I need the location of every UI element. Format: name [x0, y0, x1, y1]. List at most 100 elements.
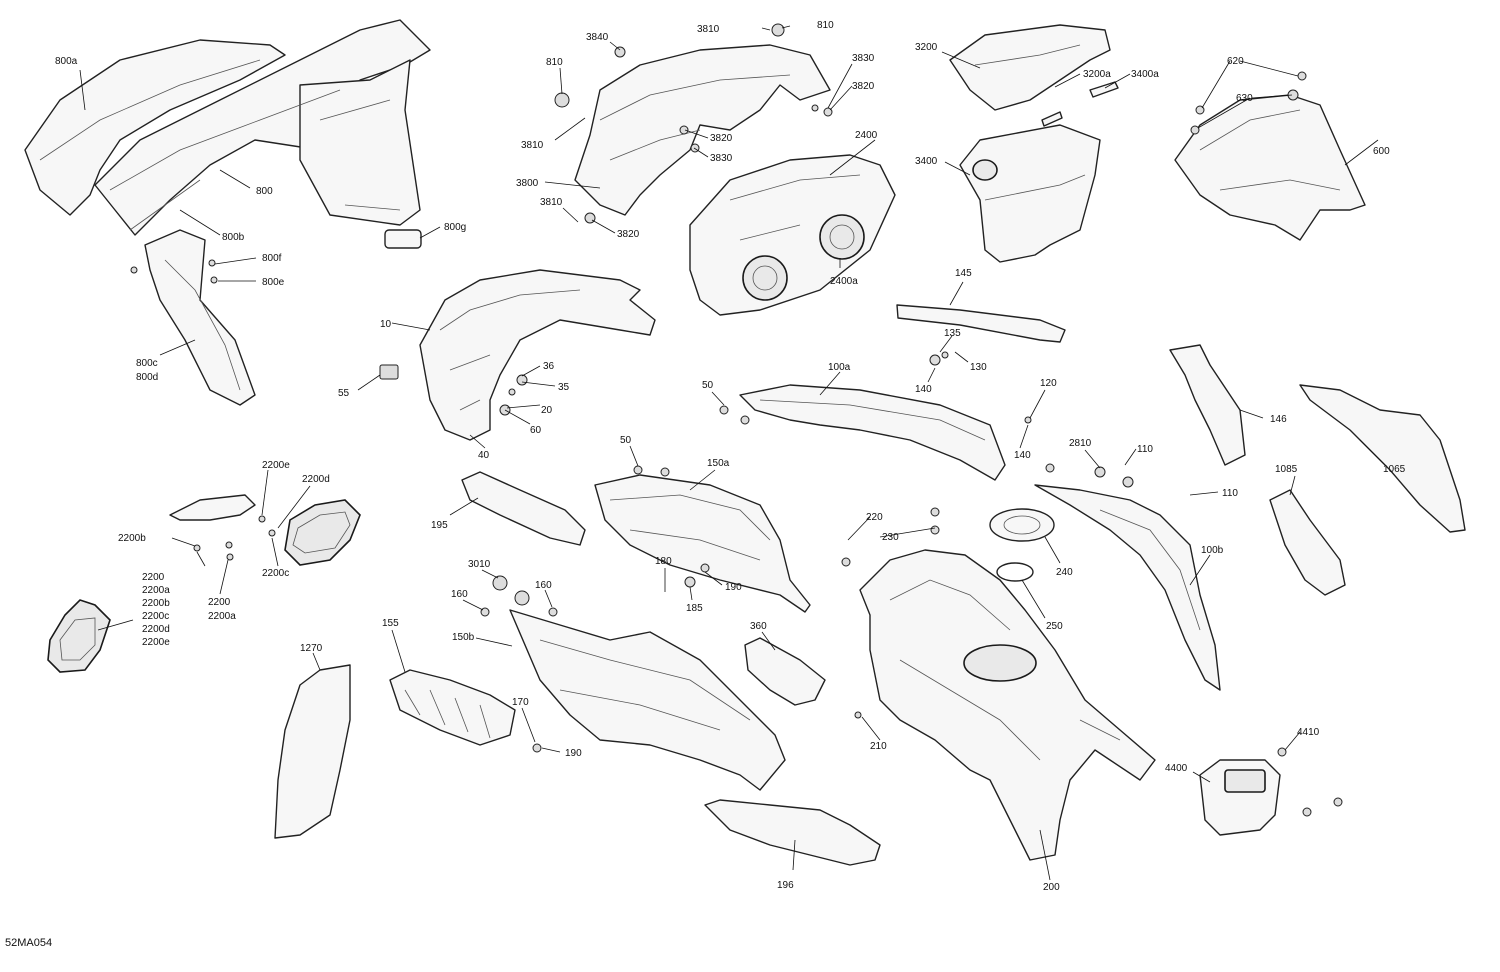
- part-146-trim: [1169, 344, 1246, 466]
- label-110-a: 110: [1137, 444, 1153, 455]
- part-3200-cover: [949, 24, 1111, 111]
- label-180: 180: [655, 556, 672, 567]
- part-200-center-body: [859, 549, 1156, 861]
- label-2200a-1: 2200a: [208, 611, 236, 622]
- label-3200: 3200: [915, 42, 938, 53]
- part-3200a-strip: [1041, 111, 1063, 127]
- label-620: 620: [1227, 56, 1244, 67]
- label-3810-c: 3810: [540, 197, 563, 208]
- label-3400a: 3400a: [1131, 69, 1159, 80]
- label-155: 155: [382, 618, 399, 629]
- label-135: 135: [944, 328, 961, 339]
- label-185: 185: [686, 603, 703, 614]
- part-labels: 800a 800 800b 800g 800f 800e 800c 800d 3…: [5, 20, 1406, 949]
- label-3830-a: 3830: [852, 53, 875, 64]
- label-36: 36: [543, 361, 555, 372]
- label-2200d-2: 2200d: [142, 624, 170, 635]
- part-240-fuel-ring: [989, 508, 1055, 542]
- label-210: 210: [870, 741, 887, 752]
- label-800: 800: [256, 186, 273, 197]
- label-800e: 800e: [262, 277, 285, 288]
- label-35: 35: [558, 382, 570, 393]
- label-2400: 2400: [855, 130, 878, 141]
- label-10: 10: [380, 319, 392, 330]
- label-3810-b: 3810: [521, 140, 544, 151]
- part-3400-storage-bin: [959, 124, 1101, 263]
- label-3820-c: 3820: [617, 229, 640, 240]
- label-250: 250: [1046, 621, 1063, 632]
- leader-lines: [79, 25, 1386, 881]
- label-195: 195: [431, 520, 448, 531]
- part-155-vent: [389, 669, 516, 746]
- part-195-strip: [461, 471, 586, 546]
- part-600-rear-cover: [1174, 94, 1366, 241]
- label-190-a: 190: [725, 582, 742, 593]
- label-130: 130: [970, 362, 987, 373]
- part-10-nose-frame: [419, 269, 656, 441]
- label-800g: 800g: [444, 222, 466, 233]
- label-50-b: 50: [620, 435, 632, 446]
- label-3840: 3840: [586, 32, 609, 43]
- label-100a: 100a: [828, 362, 851, 373]
- part-2200-mirror-lower: [47, 599, 111, 673]
- part-1065-panel: [1299, 384, 1466, 533]
- label-2200e: 2200e: [262, 460, 290, 471]
- label-1270: 1270: [300, 643, 323, 654]
- part-3400a-strip: [1089, 81, 1119, 98]
- label-2200-1: 2200: [208, 597, 231, 608]
- label-2200c: 2200c: [262, 568, 289, 579]
- label-4410: 4410: [1297, 727, 1320, 738]
- label-220: 220: [866, 512, 883, 523]
- label-3810-a: 3810: [697, 24, 720, 35]
- label-4400: 4400: [1165, 763, 1188, 774]
- label-800a: 800a: [55, 56, 78, 67]
- label-2200b: 2200b: [118, 533, 146, 544]
- label-55: 55: [338, 388, 350, 399]
- label-140-b: 140: [1014, 450, 1031, 461]
- part-800c-side-trim: [144, 229, 256, 406]
- part-2400-headlight: [689, 154, 896, 316]
- label-2400a: 2400a: [830, 276, 858, 287]
- part-145-strip: [896, 304, 1066, 343]
- label-145: 145: [955, 268, 972, 279]
- label-1085: 1085: [1275, 464, 1298, 475]
- label-40: 40: [478, 450, 490, 461]
- label-3200a: 3200a: [1083, 69, 1111, 80]
- label-110-b: 110: [1222, 488, 1238, 499]
- label-1065: 1065: [1383, 464, 1406, 475]
- part-196-strip: [704, 799, 881, 866]
- diagram-code: 52MA054: [5, 937, 52, 949]
- label-140-a: 140: [915, 384, 932, 395]
- label-160-a: 160: [451, 589, 468, 600]
- label-150b: 150b: [452, 632, 475, 643]
- part-150a-side-panel: [594, 474, 811, 613]
- label-810-a: 810: [817, 20, 834, 31]
- label-150a: 150a: [707, 458, 730, 469]
- label-2200b-2: 2200b: [142, 598, 170, 609]
- part-100b-side-panel: [1034, 484, 1221, 691]
- label-3830-b: 3830: [710, 153, 733, 164]
- part-55-clip: [379, 364, 399, 380]
- part-1085-trim: [1269, 489, 1346, 596]
- label-2200e-2: 2200e: [142, 637, 170, 648]
- label-190-b: 190: [565, 748, 582, 759]
- part-100a-side-panel: [739, 384, 1006, 481]
- label-60: 60: [530, 425, 542, 436]
- label-800c: 800c: [136, 358, 158, 369]
- label-240: 240: [1056, 567, 1073, 578]
- label-3820-a: 3820: [852, 81, 875, 92]
- label-800d: 800d: [136, 372, 158, 383]
- label-160-b: 160: [535, 580, 552, 591]
- label-800b: 800b: [222, 232, 245, 243]
- label-3400: 3400: [915, 156, 938, 167]
- part-1270-panel: [274, 664, 351, 839]
- part-4400-module: [1199, 759, 1281, 836]
- label-3800: 3800: [516, 178, 539, 189]
- label-2810: 2810: [1069, 438, 1092, 449]
- label-170: 170: [512, 697, 529, 708]
- part-3800-headlight-bracket: [574, 44, 831, 216]
- part-2200-mirror-upper: [169, 494, 361, 566]
- label-120: 120: [1040, 378, 1057, 389]
- label-20: 20: [541, 405, 553, 416]
